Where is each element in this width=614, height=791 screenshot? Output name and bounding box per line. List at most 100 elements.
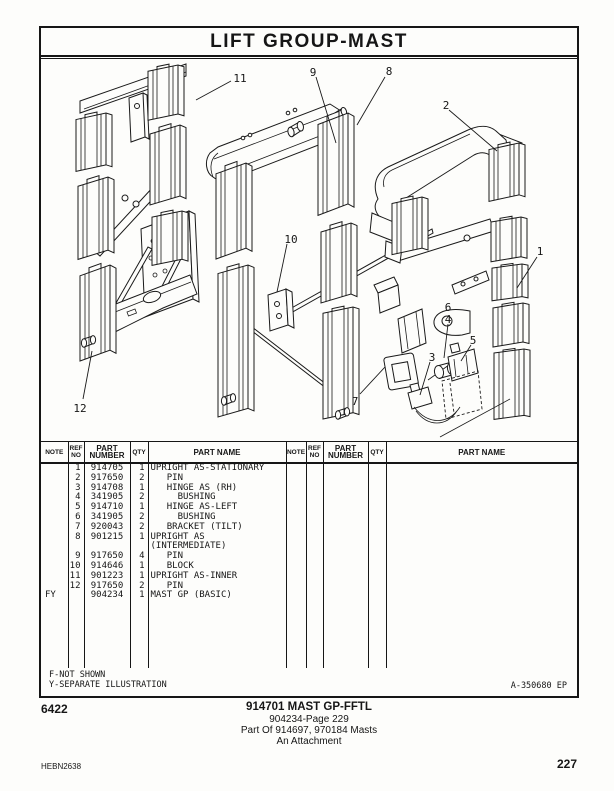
qty-cell: 2 — [129, 512, 148, 523]
header-qty: QTY — [129, 442, 148, 464]
legend-line-f: F-NOT SHOWN — [49, 670, 106, 680]
header-ref-no: REF NO — [67, 442, 84, 464]
table-row: 12 917650 2 PIN — [41, 581, 577, 592]
callout-label-3: 3 — [429, 351, 436, 364]
ref-no-cell: 12 — [67, 581, 84, 592]
callout-label-2: 2 — [443, 99, 450, 112]
part-number-cell: 917650 — [83, 581, 130, 592]
callout-leader-5 — [461, 345, 471, 361]
part-number-cell: 917650 — [83, 551, 130, 562]
illustration-code: A-350680 EP — [510, 680, 567, 691]
header-qty-2: QTY — [367, 442, 386, 464]
part-number-cell: 341905 — [83, 512, 130, 523]
title-bar: LIFT GROUP-MAST — [41, 28, 577, 57]
header-part-number: PART NUMBER — [83, 442, 130, 464]
qty-cell: 1 — [129, 561, 148, 572]
qty-cell: 1 — [129, 483, 148, 494]
part-number-cell: 920043 — [83, 522, 130, 533]
publication-subtitle-2: Part Of 914697, 970184 Masts — [240, 724, 378, 736]
note-cell: FY — [45, 590, 56, 601]
callout-leader-2 — [449, 110, 497, 151]
qty-cell: 1 — [129, 591, 148, 602]
ref-no-cell: 7 — [67, 522, 84, 533]
page-frame: LIFT GROUP-MAST — [39, 26, 579, 698]
parts-table-area: NOTE REF NO PART NUMBER QTY PART NAME NO… — [41, 442, 577, 668]
note-cell — [41, 513, 68, 523]
callout-leader-9 — [316, 77, 336, 143]
ref-no-cell: 1 — [67, 463, 84, 474]
callout-label-9: 9 — [310, 66, 317, 79]
publication-block: 914701 MAST GP-FFTL 904234-Page 229 Part… — [39, 701, 579, 747]
table-row: 10 914646 1 BLOCK — [41, 561, 577, 572]
ref-no-cell: 10 — [67, 561, 84, 572]
part-name-cell: BUSHING — [147, 512, 286, 523]
callout-leader-10 — [277, 244, 287, 292]
callout-leader-11 — [196, 81, 231, 100]
qty-cell: 1 — [129, 502, 148, 513]
table-row: 8 901215 1 UPRIGHT AS (INTERMEDIATE) — [41, 532, 577, 553]
part-number-cell: 904234 — [83, 591, 130, 602]
part-name-cell: MAST GP (BASIC) — [147, 591, 286, 602]
document-code: HEBN2638 — [41, 762, 82, 771]
part-name-cell: UPRIGHT AS-STATIONARY — [147, 463, 286, 474]
ref-no-cell: 3 — [67, 483, 84, 494]
part-name-cell: BLOCK — [147, 561, 286, 572]
callout-label-8: 8 — [386, 65, 393, 78]
qty-cell: 1 — [129, 571, 148, 582]
ref-no-cell: 6 — [67, 512, 84, 523]
note-cell — [41, 572, 68, 582]
callout-leader-8 — [357, 77, 385, 125]
table-row: 2 917650 2 PIN — [41, 473, 577, 484]
table-row: 7 920043 2 BRACKET (TILT) — [41, 522, 577, 533]
table-row: 3 914708 1 HINGE AS (RH) — [41, 483, 577, 494]
qty-cell: 1 — [129, 532, 148, 553]
callout-label-6: 6 — [445, 301, 452, 314]
callout-label-1: 1 — [537, 245, 544, 258]
ref-no-cell: 4 — [67, 493, 84, 504]
publication-title: 914701 MAST GP-FFTL — [246, 701, 372, 713]
table-row: 9 917650 4 PIN — [41, 551, 577, 562]
table-row: 6 341905 2 BUSHING — [41, 512, 577, 523]
ref-no-cell: 8 — [67, 532, 84, 553]
part-number-cell: 901223 — [83, 571, 130, 582]
part-name-cell: BRACKET (TILT) — [147, 522, 286, 533]
inner-upright-drawing — [75, 64, 199, 362]
callout-leader-1 — [517, 257, 537, 288]
legend: F-NOT SHOWN Y-SEPARATE ILLUSTRATION A-35… — [41, 668, 577, 695]
part-number-cell: 341905 — [83, 493, 130, 504]
callout-leader-7 — [360, 367, 385, 394]
part-number-cell: 914708 — [83, 483, 130, 494]
part-name-cell: UPRIGHT AS-INNER — [147, 571, 286, 582]
callout-label-12: 12 — [73, 402, 86, 415]
part-name-cell: PIN — [147, 551, 286, 562]
note-cell — [41, 552, 68, 562]
header-note: NOTE — [41, 442, 68, 464]
ref-no-cell: 5 — [67, 502, 84, 513]
part-number-cell: 901215 — [83, 532, 130, 553]
part-number-cell: 914646 — [83, 561, 130, 572]
ref-no-cell: 11 — [67, 571, 84, 582]
table-row: FY 904234 1 MAST GP (BASIC) — [41, 590, 577, 602]
note-cell — [41, 523, 68, 533]
header-ref-no-2: REF NO — [305, 442, 323, 464]
header-part-number-2: PART NUMBER — [322, 442, 368, 464]
note-cell — [41, 493, 68, 503]
part-name-cell: PIN — [147, 581, 286, 592]
callout-leader-4 — [444, 324, 448, 358]
table-row: 1 914705 1 UPRIGHT AS-STATIONARY — [41, 463, 577, 474]
part-name-cell: UPRIGHT AS (INTERMEDIATE) — [147, 532, 286, 553]
legend-line-y: Y-SEPARATE ILLUSTRATION — [49, 679, 167, 690]
callout-label-11: 11 — [233, 72, 246, 85]
part-name-cell: HINGE AS (RH) — [147, 483, 286, 494]
publication-subtitle-3: An Attachment — [276, 735, 342, 747]
header-part-name-2: PART NAME — [385, 442, 577, 464]
part-name-cell: HINGE AS-LEFT — [147, 502, 286, 513]
ref-no-cell: 2 — [67, 473, 84, 484]
page-footer: 6422 914701 MAST GP-FFTL 904234-Page 229… — [39, 700, 579, 780]
table-row: 11 901223 1 UPRIGHT AS-INNER — [41, 571, 577, 582]
note-cell — [41, 533, 68, 553]
qty-cell: 2 — [129, 581, 148, 592]
